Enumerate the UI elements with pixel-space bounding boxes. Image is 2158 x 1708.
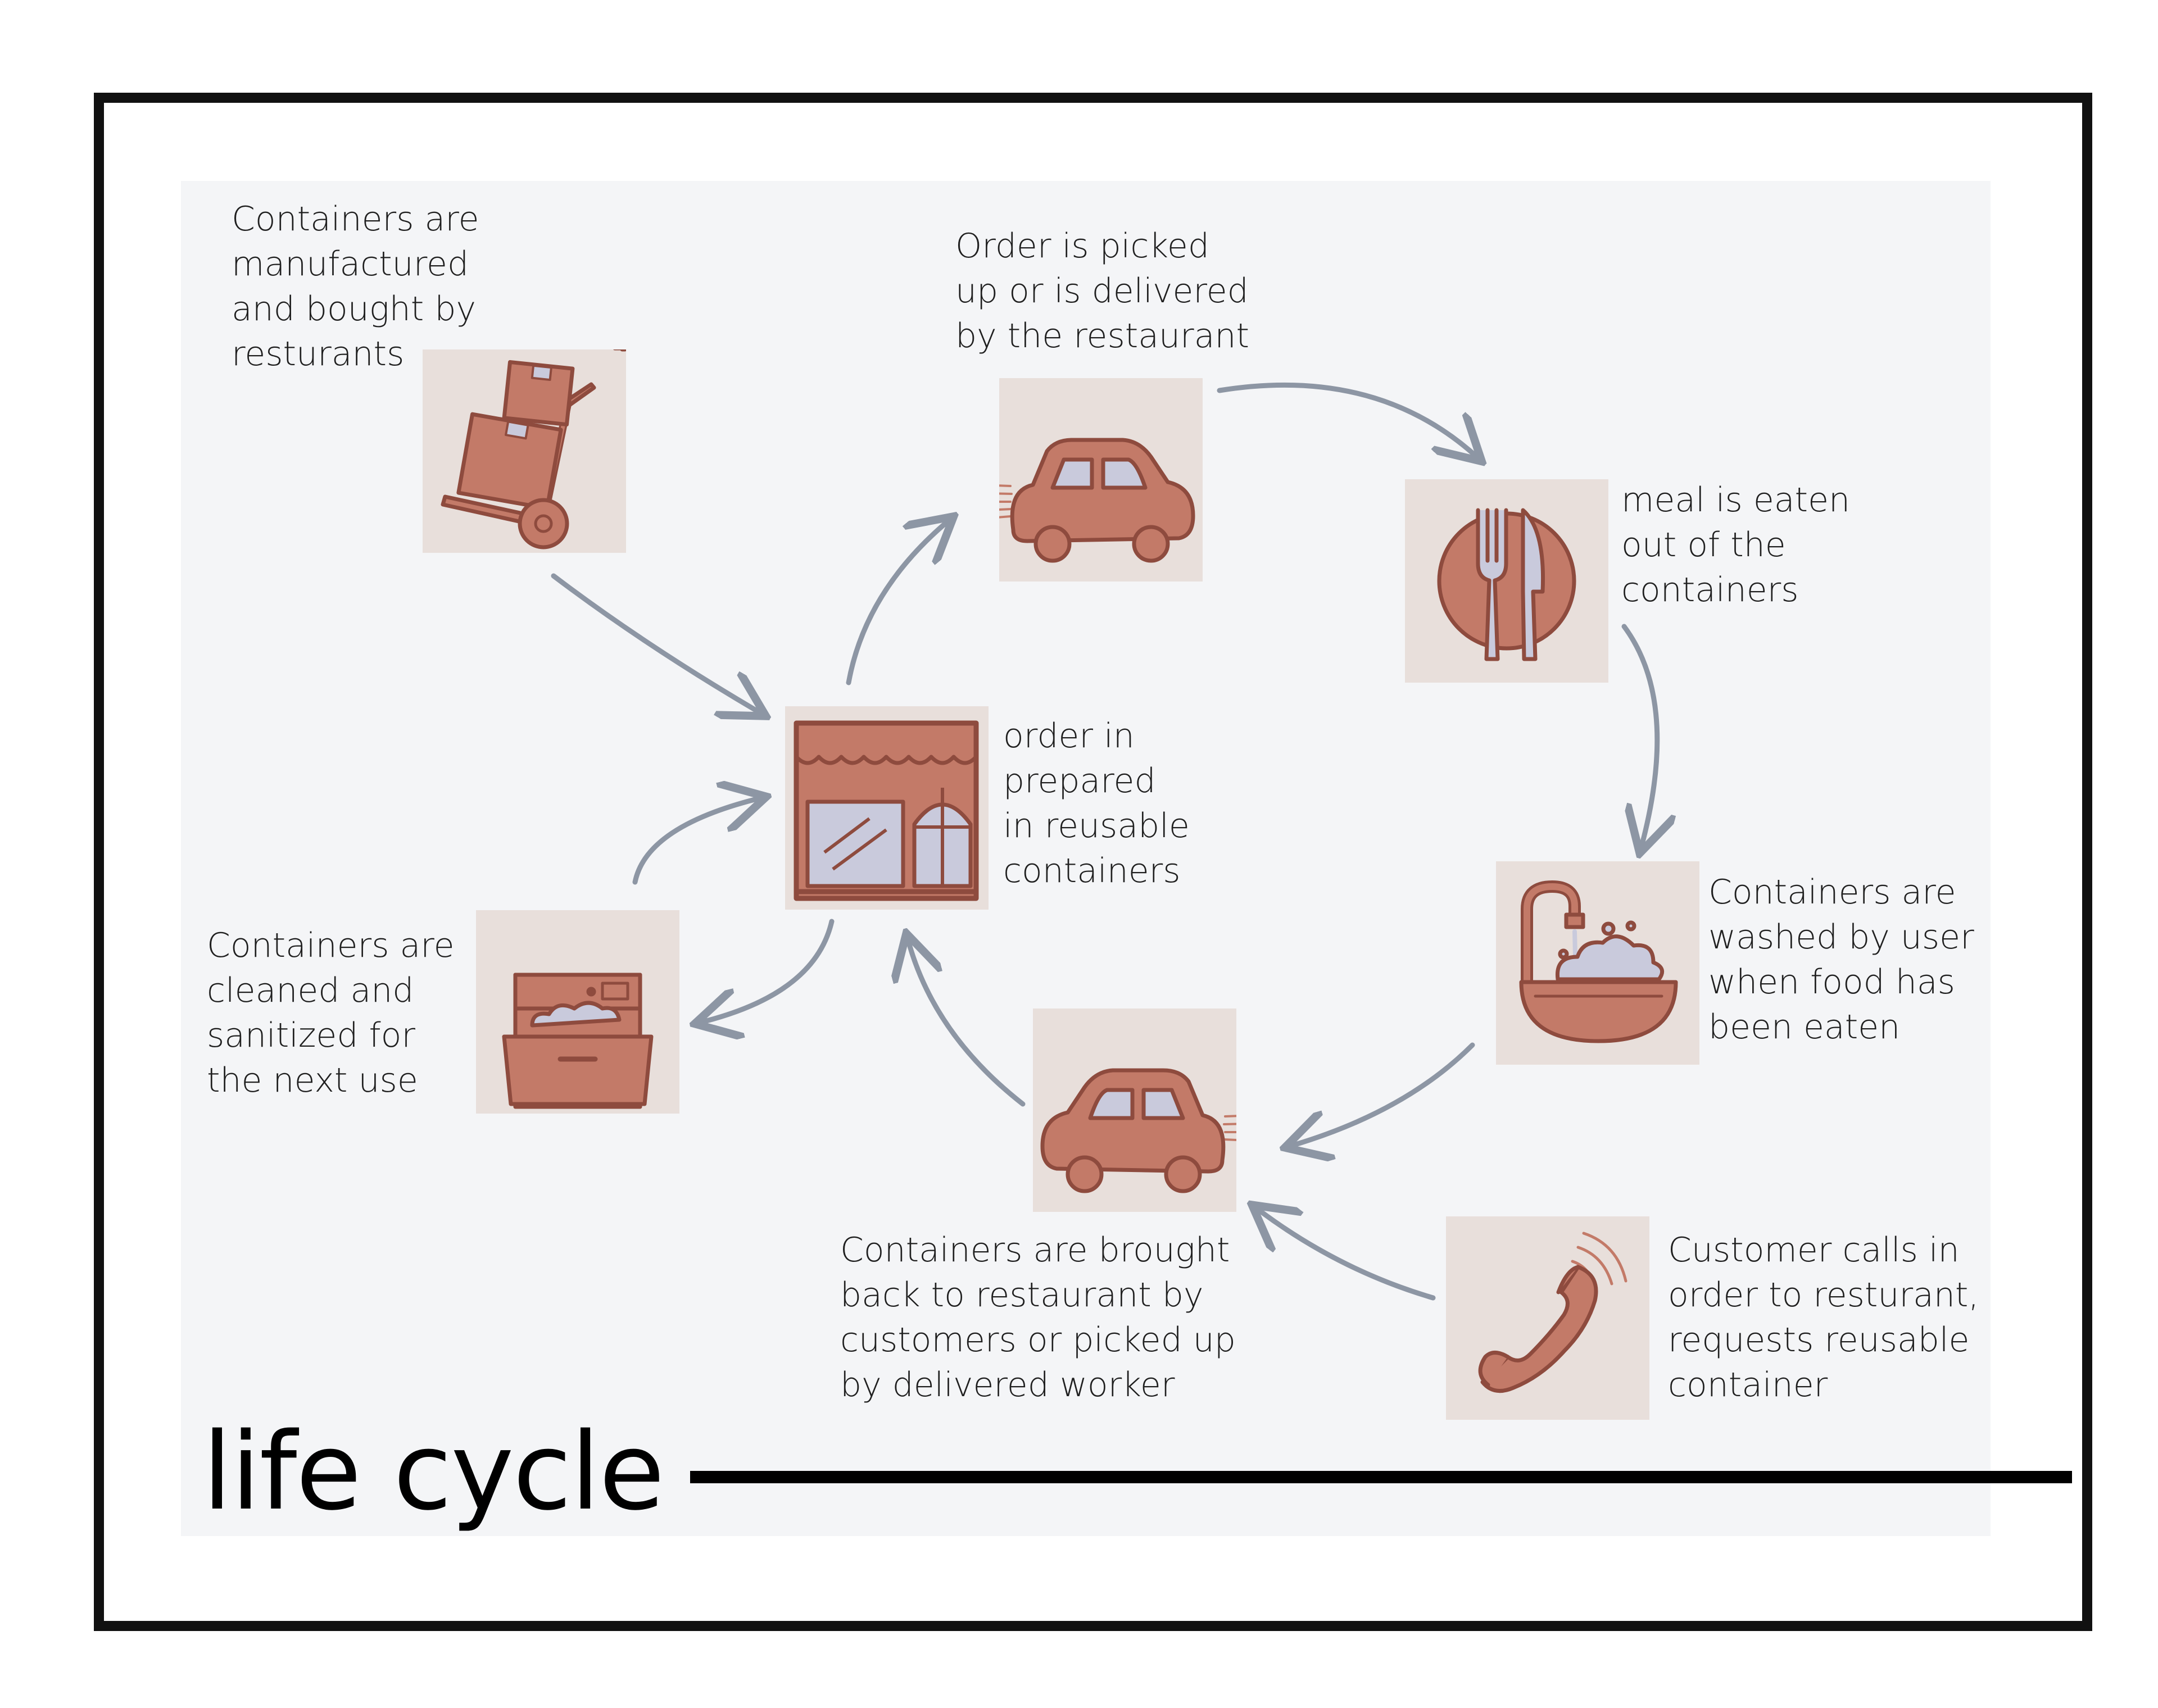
label-line: Containers are brought [840,1230,1230,1270]
page-title: life cycle [202,1410,665,1534]
label-line: cleaned and [207,971,414,1010]
tile-picked-up [999,378,1203,582]
label-customer-calls: Customer calls in order to resturant, re… [1668,1228,1979,1407]
tile-manufactured [423,349,626,553]
label-line: containers [1003,851,1181,891]
label-line: prepared [1003,761,1156,801]
label-line: by the restaurant [955,316,1250,356]
label-line: been eaten [1708,1007,1901,1047]
label-line: and bought by [232,289,476,329]
label-line: order in [1003,716,1135,756]
label-washed: Containers are washed by user when food … [1708,870,1974,1050]
label-line: in reusable [1003,806,1190,846]
label-line: container [1668,1365,1828,1405]
fork-knife-plate-icon [1437,508,1576,661]
label-line: Containers are [207,926,455,965]
dishwasher-icon [502,973,654,1109]
label-line: out of the [1621,525,1786,565]
label-line: washed by user [1708,917,1974,957]
label-line: requests reusable [1668,1320,1970,1360]
telephone-icon [1478,1232,1627,1393]
sink-faucet-icon [1519,880,1678,1043]
label-line: resturants [232,334,405,374]
restaurant-storefront-icon [794,720,979,901]
label-line: sanitized for [207,1016,415,1055]
tile-prepared [785,706,989,910]
label-cleaned: Containers are cleaned and sanitized for… [207,923,455,1103]
label-line: meal is eaten [1621,480,1851,520]
tile-brought-back [1033,1009,1236,1212]
tile-cleaned [476,910,679,1114]
label-line: back to restaurant by [840,1275,1204,1315]
label-line: when food has [1708,962,1955,1002]
car-icon [1040,1068,1236,1193]
label-line: containers [1621,570,1799,610]
label-manufactured: Containers are manufactured and bought b… [232,197,479,376]
label-brought-back: Containers are brought back to restauran… [840,1228,1236,1407]
label-line: by delivered worker [840,1365,1175,1405]
hand-truck-boxes-icon [441,349,626,549]
title-rule [690,1471,2072,1483]
tile-customer-calls [1446,1216,1649,1420]
label-prepared: order in prepared in reusable containers [1003,714,1190,893]
label-eaten: meal is eaten out of the containers [1621,478,1850,612]
tile-washed [1496,861,1699,1065]
label-line: Containers are [232,199,479,239]
label-line: customers or picked up [840,1320,1236,1360]
label-line: Order is picked [955,226,1209,266]
label-picked-up: Order is picked up or is delivered by th… [955,224,1249,358]
tile-eaten [1405,479,1608,683]
label-line: manufactured [232,244,469,284]
outer-frame [94,93,2092,1631]
car-icon [999,438,1195,563]
label-line: up or is delivered [955,271,1249,311]
label-line: the next use [207,1061,418,1100]
label-line: Containers are [1708,873,1956,912]
label-line: Customer calls in [1668,1230,1960,1270]
label-line: order to resturant, [1668,1275,1979,1315]
